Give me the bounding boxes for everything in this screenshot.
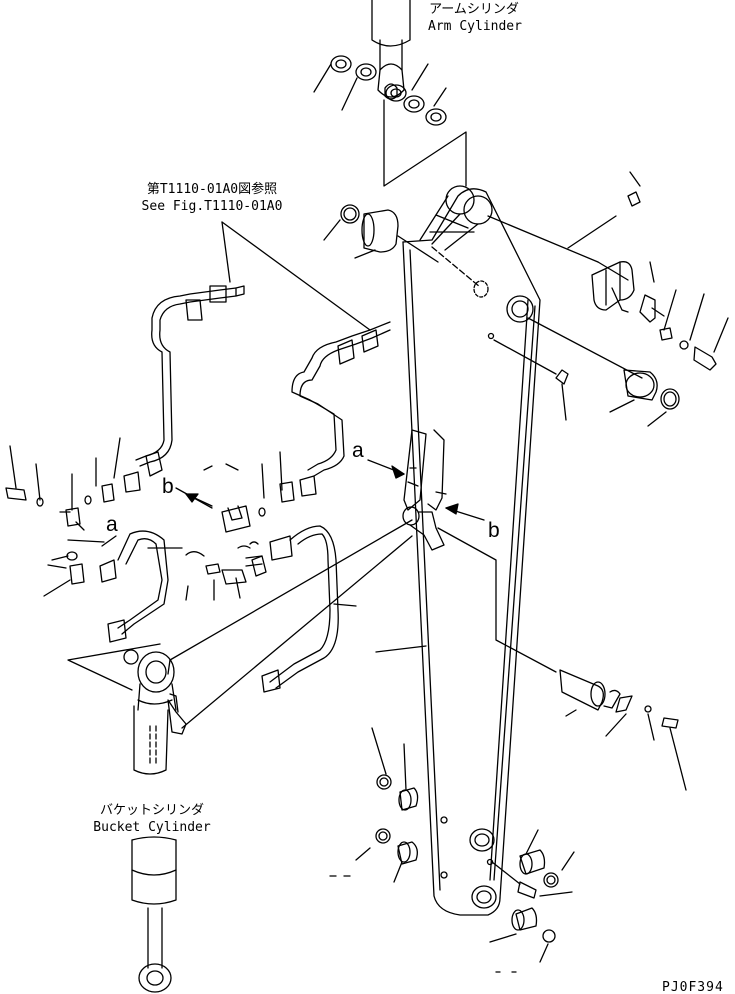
bucket-cylinder-label-en: Bucket Cylinder (93, 820, 211, 835)
arrow-a-right-head (391, 465, 405, 479)
callout-b-right: b (488, 519, 500, 542)
top-pin-assembly (487, 171, 729, 371)
left-fittings (5, 437, 183, 597)
dash-marks (329, 875, 517, 973)
pipe-clamps (59, 505, 267, 585)
figure-code: PJ0F394 (662, 980, 724, 994)
assembly-bracket-line (383, 99, 467, 187)
arrow-a-left (101, 535, 117, 547)
bucket-cylinder-label-jp: バケットシリンダ (99, 803, 204, 818)
bucket-cylinder (123, 649, 187, 993)
hydraulic-pipe-middle (258, 321, 391, 517)
callout-a-left: a (106, 513, 118, 536)
arm-body (402, 185, 541, 916)
hydraulic-pipe-left (84, 285, 245, 505)
arm-cylinder-label-en: Arm Cylinder (428, 19, 522, 34)
see-fig-label-jp: 第T1110-01A0図参照 (146, 182, 278, 197)
arrow-b-left-head (185, 493, 199, 503)
callout-a-right: a (352, 439, 364, 462)
leader-lines (47, 221, 427, 729)
bottom-left-bushings (355, 727, 419, 883)
lower-pin-assembly (437, 527, 687, 791)
arm-cylinder-washers (313, 55, 447, 126)
callout-b-left: b (162, 475, 174, 498)
bottom-right-bushings (489, 829, 575, 963)
arm-cylinder-label-jp: アームシリンダ (429, 2, 519, 17)
arm-cylinder (371, 0, 411, 100)
mid-bushing (493, 317, 680, 427)
hydraulic-pipe-lower (245, 525, 339, 693)
see-fig-label-en: See Fig.T1110-01A0 (141, 199, 283, 214)
hydraulic-pipe-short (99, 530, 169, 643)
top-bushing (323, 204, 439, 263)
arrow-b-right-head (445, 503, 459, 515)
